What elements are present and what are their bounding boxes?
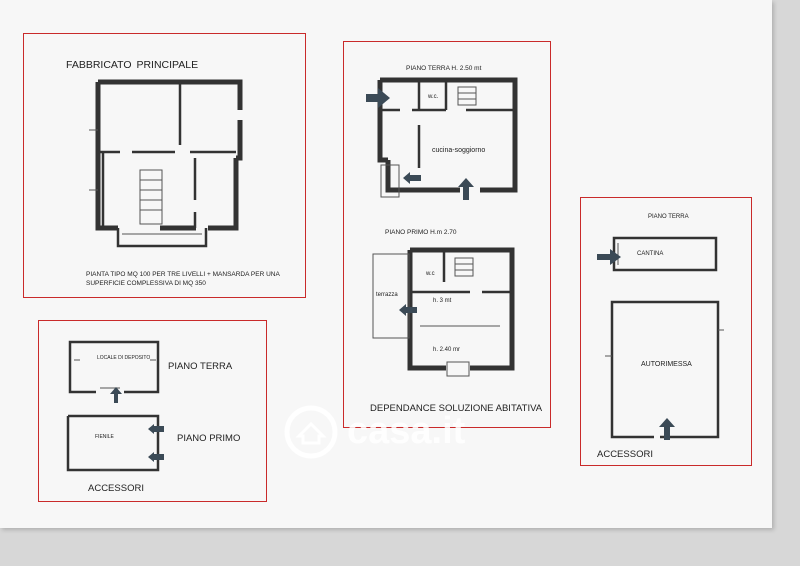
arrow-icon [148,452,164,462]
arrow-icon [366,88,390,108]
arrow-icon [110,387,122,403]
arrow-icon [403,172,421,184]
main-building-frame [23,33,306,298]
arrow-icon [597,249,621,265]
main-building-caption-2: SUPERFICIE COMPLESSIVA DI MQ 350 [86,280,206,287]
arrow-icon [659,418,675,440]
dependance-wc-label: w.c. [428,94,439,100]
main-building-title: FABBRICATO PRINCIPALE [66,59,199,71]
fienile-label: FIENILE [95,434,114,440]
watermark-text: casa.it [347,410,466,452]
dependance-first-plan [372,247,515,377]
garage-label: AUTORIMESSA [641,361,692,368]
accessori-right-ground-title: PIANO TERRA [648,214,689,220]
dependance-height1-label: h. 3 mt [433,298,452,304]
arrow-icon [399,304,417,316]
accessori-left-footer: ACCESSORI [88,483,144,494]
accessori-right-frame [580,197,752,466]
main-building-plan [89,79,243,248]
house-logo-icon [284,405,338,459]
dependance-kitchen-label: cucina-soggiorno [432,147,486,154]
accessori-right-plans [605,236,724,439]
main-building-caption-1: PIANTA TIPO MQ 100 PER TRE LIVELLI + MAN… [86,271,280,278]
accessori-left-ground-title: PIANO TERRA [168,361,233,372]
deposit-label: LOCALE DI DEPOSITO [97,355,151,361]
arrow-icon [148,424,164,434]
arrow-icon [458,178,474,200]
dependance-height2-label: h. 2.40 mr [433,347,461,353]
accessori-right-footer: ACCESSORI [597,449,653,460]
dependance-ground-title: PIANO TERRA H. 2.50 mt [406,65,482,72]
dependance-ground-plan [377,77,518,198]
dependance-first-title: PIANO PRIMO H.m 2.70 [385,229,457,236]
dependance-terrace-label: terrazza [376,292,398,298]
accessori-left-frame [38,320,267,502]
accessori-left-first-title: PIANO PRIMO [177,433,241,444]
drawing-sheet: FABBRICATO PRINCIPALE PIANTA TIPO MQ 100… [0,0,772,528]
dependance-wc2-label: w.c [426,271,435,277]
dependance-frame [343,41,551,428]
dependance-footer: DEPENDANCE SOLUZIONE ABITATIVA [370,403,543,414]
cantina-label: CANTINA [637,251,664,257]
